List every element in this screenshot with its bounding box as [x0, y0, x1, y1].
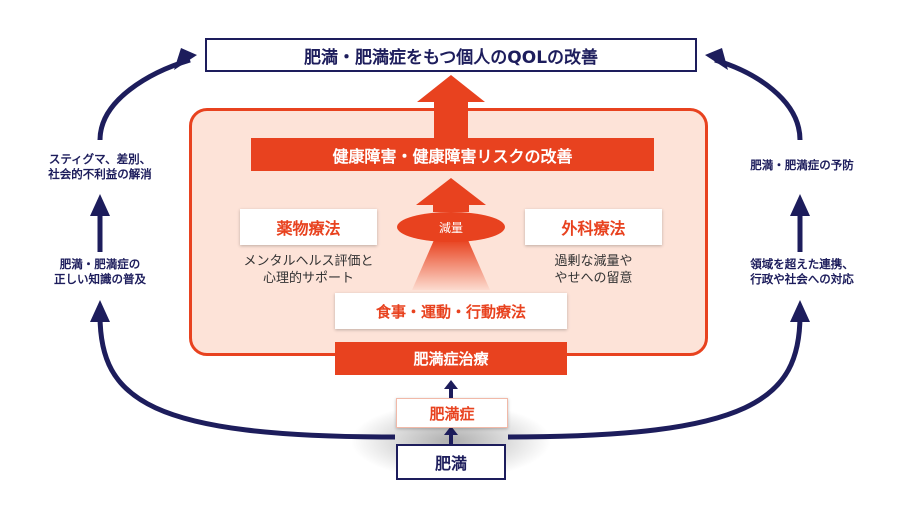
left-lower-arrowhead: [90, 300, 110, 322]
health-improvement-bar: 健康障害・健康障害リスクの改善: [251, 138, 654, 171]
right-top-arrowhead: [705, 48, 728, 70]
surgery-note-line: 過剰な減量や: [554, 254, 633, 269]
surgery-note-line: やせへの留意: [554, 271, 633, 286]
weight-loss-label: 減量: [438, 220, 463, 235]
right-upper-label: 肥満・肥満症の予防: [732, 158, 872, 173]
weight-loss-beam: [412, 240, 490, 290]
left-top-arrowhead: [174, 48, 197, 70]
left-middle-arrowhead: [90, 194, 110, 216]
right-middle-arrowhead: [790, 194, 810, 216]
drug-therapy-note: メンタルヘルス評価と 心理的サポート: [215, 253, 402, 287]
qol-improvement-label: 肥満・肥満症をもつ個人のQOLの改善: [303, 47, 599, 68]
surgery-title: 外科療法: [561, 219, 626, 238]
lifestyle-therapy-box: 食事・運動・行動療法: [335, 293, 567, 329]
left-upper-line: スティグマ、差別、: [48, 152, 152, 166]
left-upper-label: スティグマ、差別、 社会的不利益の解消: [30, 152, 170, 182]
obesity-disease-treatment-label: 肥満症治療: [413, 350, 489, 368]
right-upper-line: 肥満・肥満症の予防: [750, 158, 854, 172]
surgery-note: 過剰な減量や やせへの留意: [500, 253, 687, 287]
drug-therapy-title: 薬物療法: [276, 219, 341, 238]
surgery-box: 外科療法: [525, 209, 662, 245]
qol-improvement-box: 肥満・肥満症をもつ個人のQOLの改善: [205, 38, 697, 72]
left-upper-line: 社会的不利益の解消: [48, 167, 152, 181]
weight-loss-ellipse: 減量: [397, 212, 505, 242]
middle-red-up-arrow: [416, 178, 486, 212]
left-lower-label: 肥満・肥満症の 正しい知識の普及: [30, 257, 170, 287]
obesity-box: 肥満: [396, 444, 506, 480]
right-lower-line: 領域を超えた連携、: [750, 257, 854, 271]
obesity-disease-treatment-bar: 肥満症治療: [335, 342, 567, 375]
obesity-label: 肥満: [434, 454, 467, 473]
left-lower-line: 正しい知識の普及: [54, 272, 146, 286]
right-lower-line: 行政や社会への対応: [750, 272, 854, 286]
lifestyle-therapy-label: 食事・運動・行動療法: [375, 302, 526, 321]
health-improvement-label: 健康障害・健康障害リスクの改善: [332, 146, 573, 166]
right-lower-arrowhead: [790, 300, 810, 322]
bottom-small-arrows: [444, 380, 458, 444]
drug-therapy-note-line: メンタルヘルス評価と: [243, 254, 374, 269]
obesity-disease-box: 肥満症: [396, 398, 508, 428]
obesity-disease-label: 肥満症: [429, 404, 475, 423]
top-red-up-arrow: [417, 75, 485, 138]
drug-therapy-box: 薬物療法: [240, 209, 377, 245]
right-lower-label: 領域を超えた連携、 行政や社会への対応: [727, 257, 877, 287]
drug-therapy-note-line: 心理的サポート: [262, 271, 354, 286]
right-loop-arrow: [507, 57, 803, 440]
left-lower-line: 肥満・肥満症の: [59, 257, 141, 271]
